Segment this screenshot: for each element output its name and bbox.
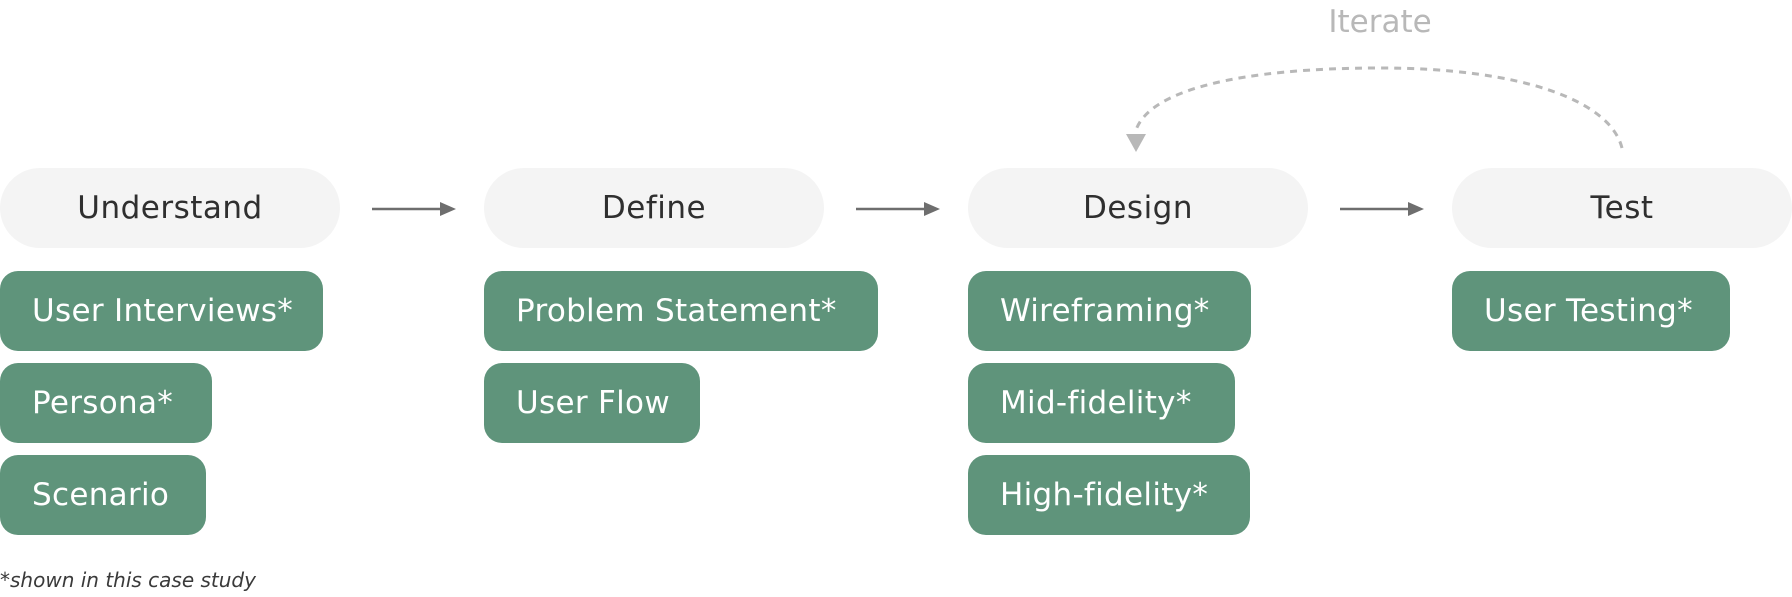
task-persona: Persona* (0, 363, 212, 443)
task-high-fidelity: High-fidelity* (968, 455, 1250, 535)
arrow-right-icon (856, 202, 940, 216)
task-scenario: Scenario (0, 455, 206, 535)
task-user-testing: User Testing* (1452, 271, 1730, 351)
task-user-flow: User Flow (484, 363, 700, 443)
task-problem-statement: Problem Statement* (484, 271, 878, 351)
task-user-interviews: User Interviews* (0, 271, 323, 351)
phase-test: Test (1452, 168, 1792, 248)
task-mid-fidelity: Mid-fidelity* (968, 363, 1235, 443)
arrow-right-icon (372, 202, 456, 216)
phase-understand: Understand (0, 168, 340, 248)
iterate-label: Iterate (1328, 4, 1432, 40)
phase-design: Design (968, 168, 1308, 248)
iterate-loop-arrow (1126, 66, 1624, 152)
phase-define: Define (484, 168, 824, 248)
arrow-right-icon (1340, 202, 1424, 216)
footnote: *shown in this case study (0, 568, 256, 592)
task-wireframing: Wireframing* (968, 271, 1251, 351)
